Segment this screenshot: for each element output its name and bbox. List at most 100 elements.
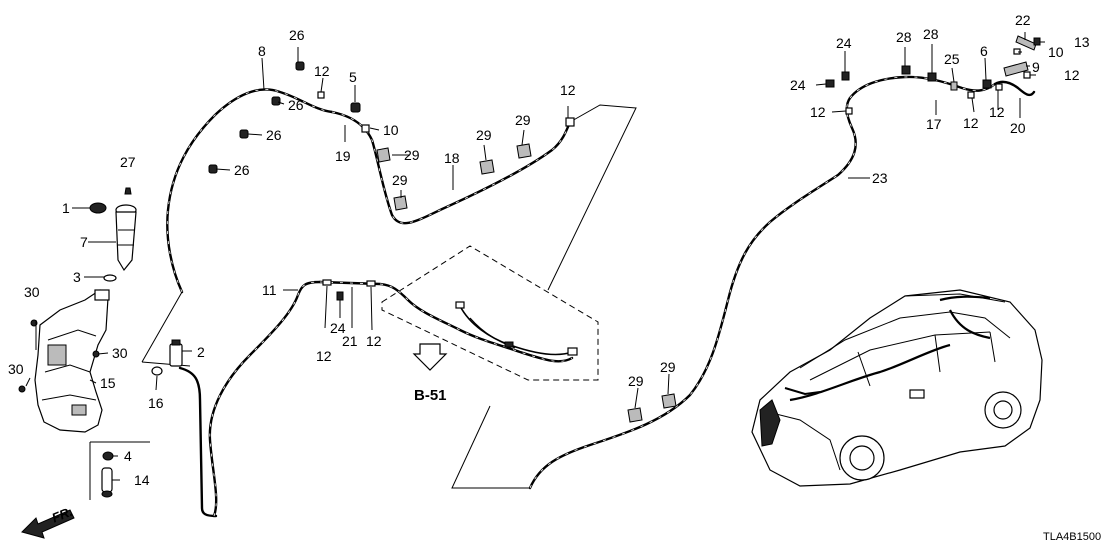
- sensor-14: [101, 467, 113, 498]
- leader-line: [547, 104, 637, 291]
- dashed-box: [381, 245, 599, 381]
- joint-12: [845, 107, 853, 115]
- hose-20: [993, 80, 1036, 97]
- callout-12g: 12: [989, 104, 1005, 120]
- callout-leaders: [25, 32, 1045, 481]
- front-direction-arrow: [21, 509, 75, 539]
- leader-line: [451, 405, 530, 489]
- callout-16: 16: [148, 395, 164, 411]
- callout-12d: 12: [366, 333, 382, 349]
- callout-20: 20: [1010, 120, 1026, 136]
- callout-15: 15: [100, 375, 116, 391]
- callout-14: 14: [134, 472, 150, 488]
- direction-label: FR.: [50, 504, 75, 526]
- clamp-29: [393, 195, 408, 211]
- leader-line: [141, 291, 183, 363]
- callout-17: 17: [926, 116, 942, 132]
- clamp-29: [479, 159, 495, 175]
- diagram-code: TLA4B1500: [1043, 531, 1101, 543]
- callout-30b: 30: [112, 345, 128, 361]
- callout-22: 22: [1015, 12, 1031, 28]
- callout-29b: 29: [476, 127, 492, 143]
- clip-13: [1033, 37, 1041, 46]
- callout-8: 8: [258, 43, 266, 59]
- clip-26: [271, 96, 281, 106]
- callout-21: 21: [342, 333, 358, 349]
- clip-27: [124, 187, 132, 195]
- joint-12: [322, 279, 332, 286]
- clip-24: [841, 71, 850, 81]
- clip-24: [336, 291, 344, 301]
- callout-29e: 29: [628, 373, 644, 389]
- hose-8: [166, 88, 334, 294]
- grommet-4: [102, 451, 114, 461]
- callout-2: 2: [197, 344, 205, 360]
- washer-reservoir-15: [34, 289, 110, 433]
- callout-5: 5: [349, 69, 357, 85]
- callout-6: 6: [980, 43, 988, 59]
- nozzle-9: [1003, 61, 1029, 77]
- clip-24: [825, 79, 835, 88]
- pump-2: [169, 339, 183, 367]
- callout-12e: 12: [810, 104, 826, 120]
- callout-12c: 12: [316, 348, 332, 364]
- callout-29f: 29: [660, 359, 676, 375]
- bolt-30: [18, 385, 26, 393]
- callout-12b: 12: [560, 82, 576, 98]
- nozzle-6: [982, 79, 992, 89]
- ring-3: [103, 274, 117, 282]
- clip-26: [295, 61, 305, 71]
- nozzle-22: [1015, 35, 1037, 51]
- callout-24c: 24: [790, 77, 806, 93]
- clamp-29: [376, 147, 391, 163]
- hose-18: [330, 110, 572, 225]
- callout-7: 7: [80, 234, 88, 250]
- callout-28a: 28: [896, 29, 912, 45]
- callout-10a: 10: [383, 122, 399, 138]
- callout-12h: 12: [1064, 67, 1080, 83]
- clip-28: [927, 72, 937, 82]
- joint-12: [565, 117, 575, 127]
- callout-26d: 26: [234, 162, 250, 178]
- clip-28: [901, 65, 911, 75]
- reference-label: B-51: [414, 387, 447, 404]
- callout-25: 25: [944, 51, 960, 67]
- joint-12: [995, 83, 1003, 91]
- joint-12: [317, 91, 325, 99]
- callout-19: 19: [335, 148, 351, 164]
- callout-26a: 26: [289, 27, 305, 43]
- clip-26: [208, 164, 218, 174]
- vehicle-illustration: [751, 289, 1043, 487]
- hose-21: [318, 280, 574, 363]
- leader-line: [141, 361, 191, 367]
- callout-24a: 24: [330, 320, 346, 336]
- clamp-29: [661, 393, 677, 409]
- cap-1: [89, 202, 107, 214]
- callout-9: 9: [1032, 59, 1040, 75]
- callout-26b: 26: [288, 97, 304, 113]
- callout-1: 1: [62, 200, 70, 216]
- callout-4: 4: [124, 448, 132, 464]
- hose-pump: [178, 366, 218, 518]
- callout-24b: 24: [836, 35, 852, 51]
- callout-23: 23: [872, 170, 888, 186]
- hose-11: [208, 280, 322, 518]
- clamp-29: [516, 143, 532, 159]
- joint-12: [967, 91, 975, 99]
- callout-27: 27: [120, 154, 136, 170]
- joint-12: [1023, 71, 1031, 79]
- connector-10: [361, 124, 370, 133]
- clip-26: [239, 129, 249, 139]
- clamp-29: [627, 407, 643, 423]
- callout-18: 18: [444, 150, 460, 166]
- grommet-16: [151, 366, 163, 376]
- reference-arrow: [412, 343, 448, 371]
- callout-30a: 30: [24, 284, 40, 300]
- clip-5: [350, 102, 361, 113]
- callout-3: 3: [73, 269, 81, 285]
- callout-28b: 28: [923, 26, 939, 42]
- callout-12a: 12: [314, 63, 330, 79]
- callout-11: 11: [262, 282, 277, 298]
- callout-26c: 26: [266, 127, 282, 143]
